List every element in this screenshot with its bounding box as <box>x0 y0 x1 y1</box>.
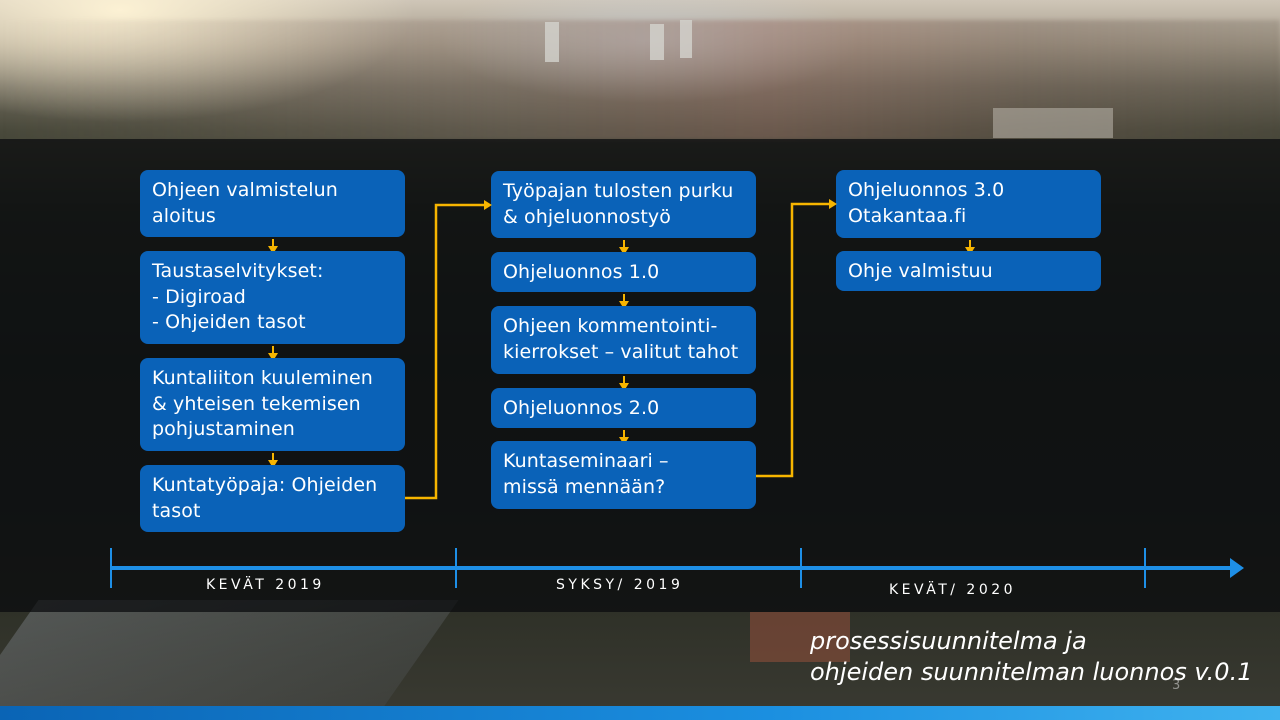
building <box>993 108 1113 138</box>
step-kuntaseminaari: Kuntaseminaari – missä mennään? <box>491 441 756 509</box>
page-number: 3 <box>1172 678 1181 693</box>
step-tyopajan-tulosten-purku: Työpajan tulosten purku & ohjeluonnostyö <box>491 171 756 238</box>
season-label-kevat-2020: KEVÄT/ 2020 <box>889 582 1017 598</box>
season-label-kevat-2019: KEVÄT 2019 <box>206 577 325 593</box>
connector-arrowhead-icon <box>484 200 492 210</box>
caption-line-1: prosessisuunnitelma ja <box>810 627 1087 655</box>
connector-col1-col2 <box>405 203 484 500</box>
step-ohje-valmistuu: Ohje valmistuu <box>836 251 1101 291</box>
step-kuntatyopaja: Kuntatyöpaja: Ohjeiden tasot <box>140 465 405 532</box>
step-ohjeluonnos-3: Ohjeluonnos 3.0 Otakantaa.fi <box>836 170 1101 238</box>
step-taustaselvitykset: Taustaselvitykset: - Digiroad - Ohjeiden… <box>140 251 405 344</box>
step-ohjeluonnos-1: Ohjeluonnos 1.0 <box>491 252 756 292</box>
step-kommentointikierrokset: Ohjeen kommentointi- kierrokset – valitu… <box>491 306 756 374</box>
timeline-arrow-icon <box>1230 558 1244 578</box>
rooftop <box>750 612 850 662</box>
slide-caption: prosessisuunnitelma ja ohjeiden suunnite… <box>810 626 1270 688</box>
connector-arrowhead-icon <box>829 199 837 209</box>
step-ohjeen-valmistelun-aloitus: Ohjeen valmistelun aloitus <box>140 170 405 237</box>
step-ohjeluonnos-2: Ohjeluonnos 2.0 <box>491 388 756 428</box>
building <box>545 22 559 62</box>
step-kuntaliiton-kuuleminen: Kuntaliiton kuuleminen & yhteisen tekemi… <box>140 358 405 451</box>
connector-col2-col3 <box>756 202 829 478</box>
season-label-syksy-2019: SYKSY/ 2019 <box>556 577 684 593</box>
bottom-accent-strip <box>0 706 1280 720</box>
caption-line-2: ohjeiden suunnitelman luonnos v.0.1 <box>810 658 1253 686</box>
building <box>650 24 664 60</box>
building <box>680 20 692 58</box>
